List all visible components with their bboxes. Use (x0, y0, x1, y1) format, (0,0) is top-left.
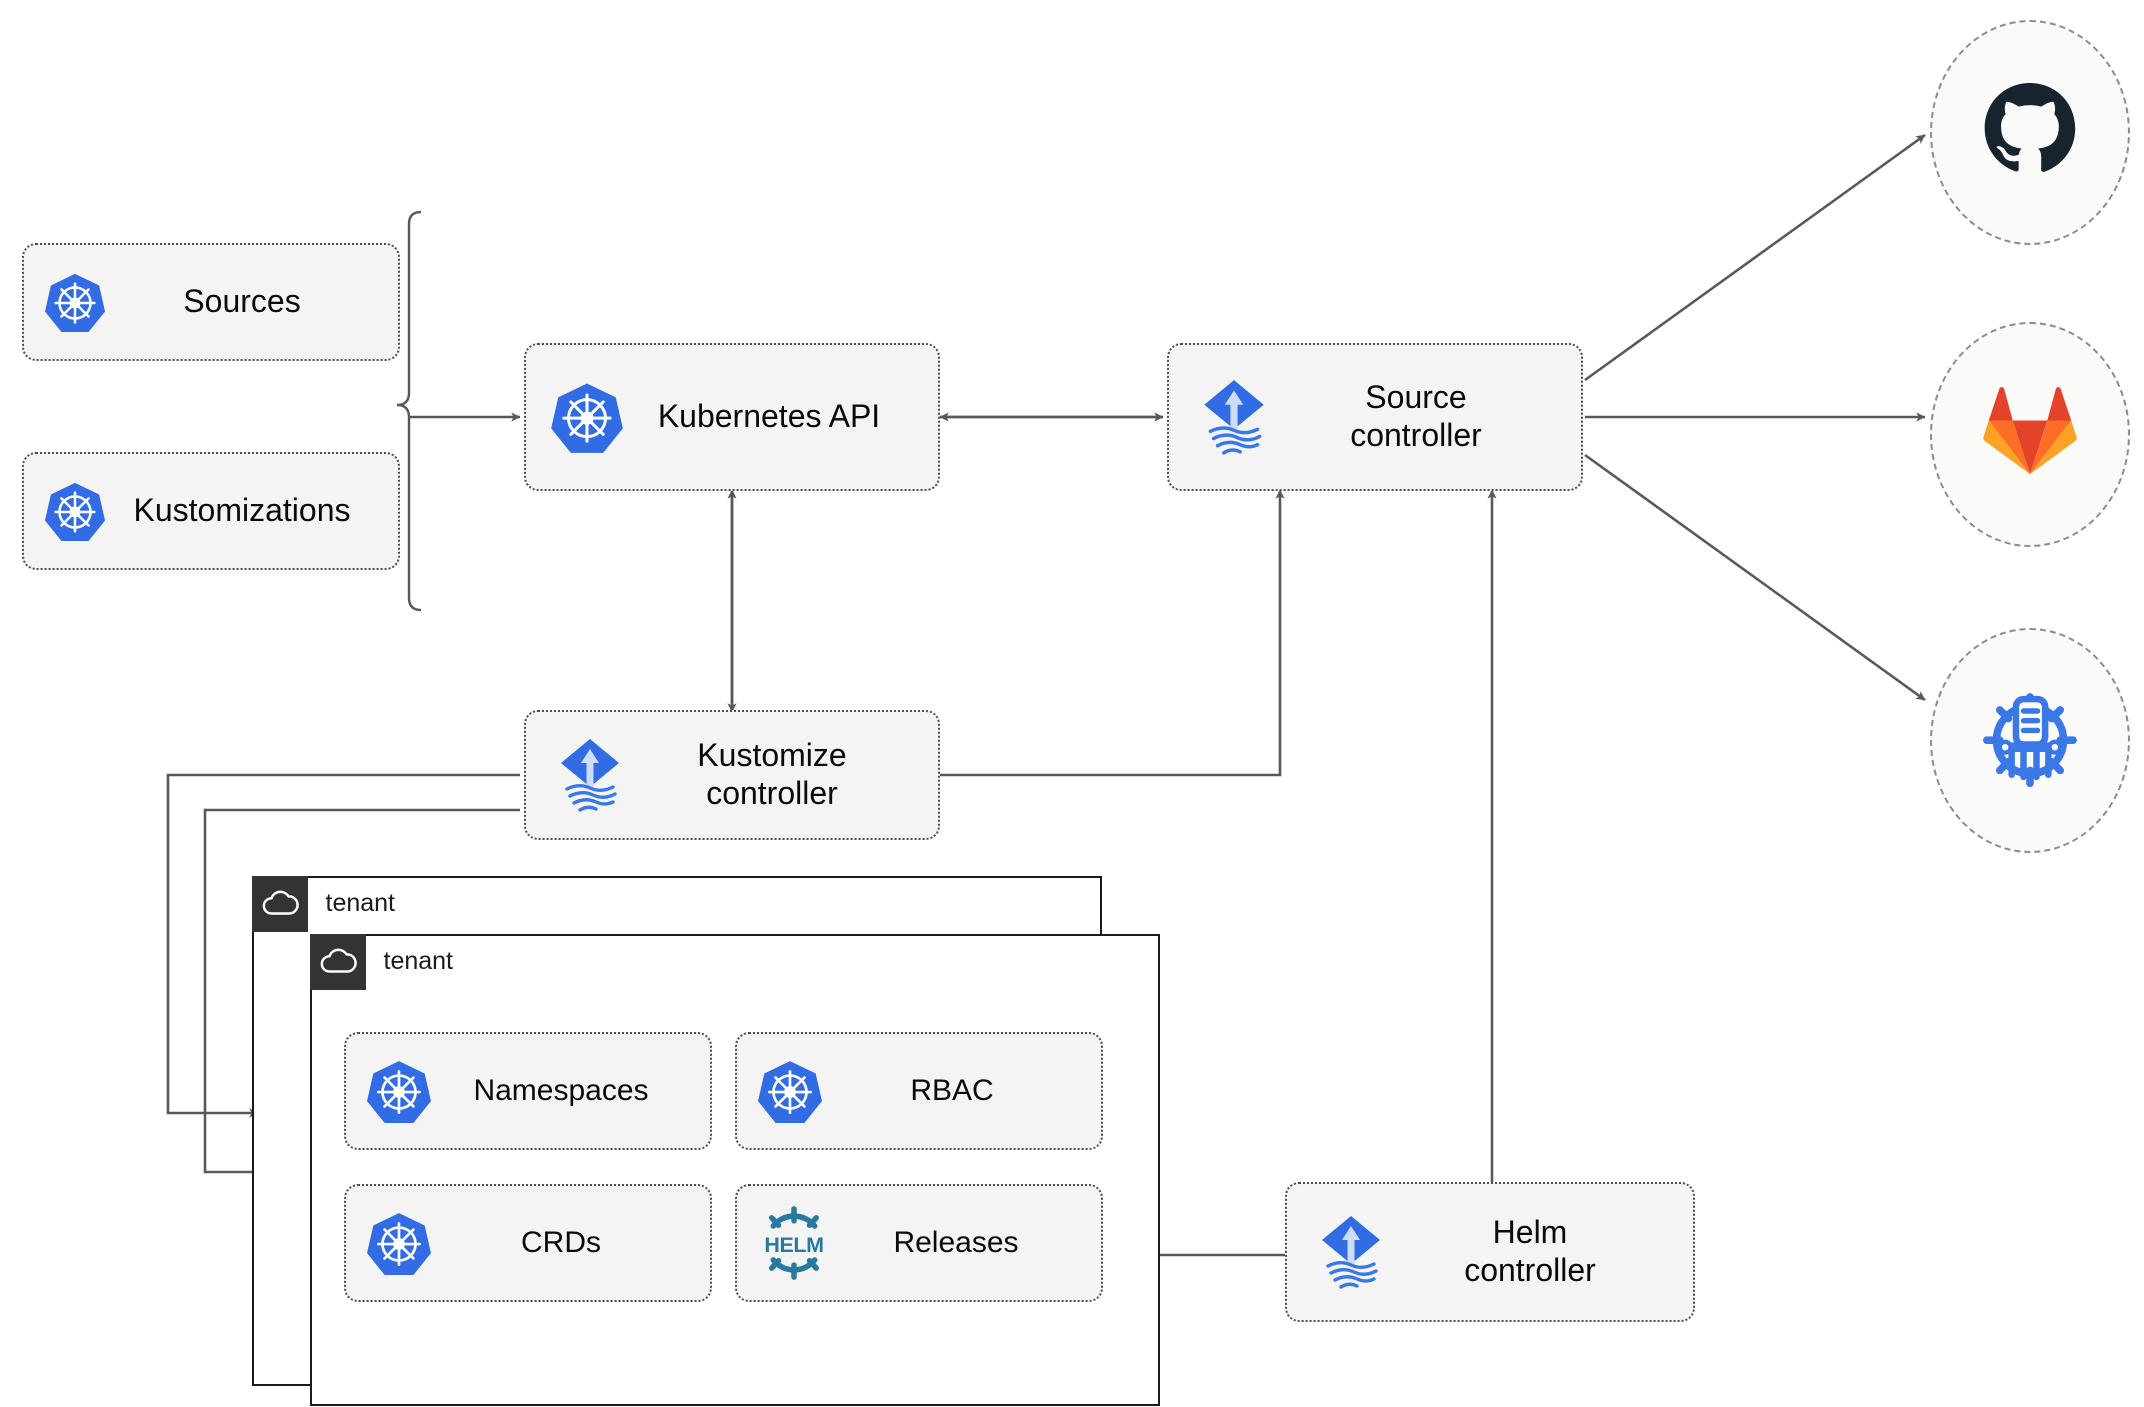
kubernetes-icon (550, 380, 624, 454)
node-rbac[interactable]: RBAC (735, 1032, 1103, 1150)
node-label: RBAC (910, 1074, 994, 1108)
node-helm-controller[interactable]: Helm controller (1285, 1182, 1695, 1322)
flux-icon (1311, 1212, 1391, 1292)
gitlab-icon (1982, 386, 2078, 483)
node-label: Namespaces (473, 1074, 649, 1108)
label-line-1: Helm (1492, 1214, 1568, 1251)
node-kubernetes-api[interactable]: Kubernetes API (524, 343, 940, 491)
tenant-label: tenant (325, 889, 396, 917)
helm-icon: HELM (757, 1206, 831, 1280)
kubernetes-icon (757, 1058, 823, 1124)
flux-icon (550, 735, 630, 815)
tenant-header: tenant (309, 933, 454, 990)
tenant-label: tenant (383, 947, 454, 975)
label-line-2: controller (706, 775, 838, 811)
node-label: Sources (183, 283, 301, 320)
label-line-1: Source (1365, 379, 1467, 416)
node-kustomizations[interactable]: Kustomizations (22, 452, 400, 570)
cloud-icon (251, 875, 308, 932)
node-label: Kustomize controller (630, 737, 914, 813)
label-line-2: controller (1350, 417, 1482, 453)
label-line-1: Kustomize (697, 737, 847, 774)
node-sources[interactable]: Sources (22, 243, 400, 361)
kubernetes-icon (366, 1058, 432, 1124)
tenant-header: tenant (251, 875, 396, 932)
provider-gitlab[interactable] (1930, 322, 2130, 547)
kubernetes-icon (44, 480, 106, 542)
node-label: Source controller (1275, 379, 1557, 455)
provider-bucket[interactable] (1930, 628, 2130, 853)
kubernetes-icon (44, 271, 106, 333)
kubernetes-icon (366, 1210, 432, 1276)
github-icon (1981, 81, 2079, 184)
cloud-icon (309, 933, 366, 990)
node-label: Releases (893, 1226, 1019, 1260)
node-crds[interactable]: CRDs (344, 1184, 712, 1302)
flux-icon (1193, 376, 1275, 458)
node-label: Kubernetes API (657, 398, 881, 435)
provider-github[interactable] (1930, 20, 2130, 245)
node-label: Kustomizations (133, 492, 351, 529)
label-line-2: controller (1464, 1252, 1596, 1288)
node-namespaces[interactable]: Namespaces (344, 1032, 712, 1150)
node-label: CRDs (521, 1226, 601, 1260)
node-kustomize-controller[interactable]: Kustomize controller (524, 710, 940, 840)
svg-text:HELM: HELM (764, 1233, 823, 1257)
node-label: Helm controller (1391, 1214, 1669, 1290)
node-source-controller[interactable]: Source controller (1167, 343, 1583, 491)
tenant-window-inner[interactable]: tenant (309, 933, 1160, 1406)
bucket-icon (1976, 684, 2084, 797)
node-releases[interactable]: HELM Releases (735, 1184, 1103, 1302)
